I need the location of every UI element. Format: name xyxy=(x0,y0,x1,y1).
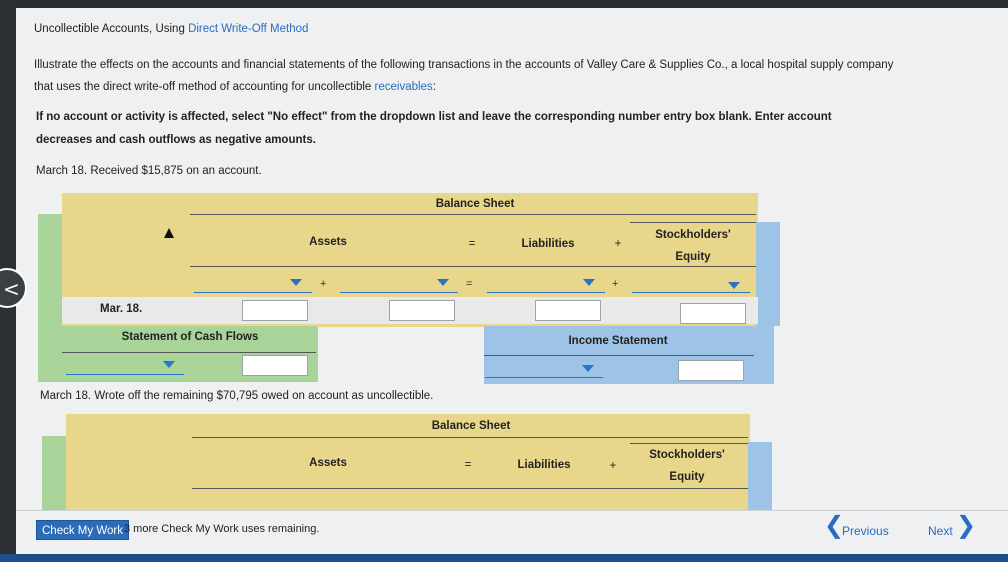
dropdown-arrow-icon[interactable] xyxy=(437,279,449,286)
intro-line-1: Illustrate the effects on the accounts a… xyxy=(34,59,894,71)
tx2-balance-sheet-panel xyxy=(66,414,750,510)
tx1-assets-amount-2[interactable] xyxy=(389,300,455,321)
tx2-header-underline xyxy=(192,437,748,438)
dropdown-arrow-icon[interactable] xyxy=(728,282,740,289)
top-bar xyxy=(0,0,1008,8)
tx1-equity-amount[interactable] xyxy=(680,303,746,324)
tx1-liabilities-amount[interactable] xyxy=(535,300,601,321)
tx1-green-cell xyxy=(42,226,62,296)
previous-label: Previous xyxy=(842,524,889,538)
tx1-balance-sheet-header: Balance Sheet xyxy=(435,198,515,210)
transaction-2-text: March 18. Wrote off the remaining $70,79… xyxy=(40,390,434,402)
tx1-cash-flows-amount[interactable] xyxy=(242,355,308,376)
tx1-cash-flows-header: Statement of Cash Flows xyxy=(121,331,259,343)
tx1-row-label: Mar. 18. xyxy=(100,303,143,315)
tx1-se-header-1: Stockholders' xyxy=(655,229,731,241)
transaction-1-text: March 18. Received $15,875 on an account… xyxy=(36,165,262,177)
tx1-assets-dropdown-1[interactable] xyxy=(194,292,312,293)
tx1-se-header-2: Equity xyxy=(675,251,711,263)
dropdown-arrow-icon[interactable] xyxy=(582,365,594,372)
tx1-equity-dropdown[interactable] xyxy=(632,292,750,293)
tx1-cash-flows-underline xyxy=(62,352,316,353)
tx1-header-underline xyxy=(190,214,756,215)
tx1-plus-header: + xyxy=(614,238,622,250)
intro-line-2: that uses the direct write-off method of… xyxy=(34,80,436,94)
tx2-se-topline xyxy=(630,443,748,444)
remaining-uses-text: 3 more Check My Work uses remaining. xyxy=(124,523,320,535)
tx1-assets-header: Assets xyxy=(309,236,347,248)
tx1-row-label-cell xyxy=(62,297,182,324)
dropdown-arrow-icon[interactable] xyxy=(163,361,175,368)
tx1-assets-dropdown-2[interactable] xyxy=(340,292,458,293)
mouse-cursor-icon xyxy=(164,228,174,238)
bottom-bar xyxy=(0,554,1008,562)
tx2-blue-right xyxy=(748,442,772,510)
receivables-link[interactable]: receivables xyxy=(374,81,433,93)
tx1-income-underline xyxy=(484,355,754,356)
previous-chevron-icon: ❮ xyxy=(824,511,845,539)
tx1-equals-header: = xyxy=(468,238,476,250)
footer-bar: Check My Work 3 more Check My Work uses … xyxy=(16,510,1008,554)
check-my-work-button[interactable]: Check My Work xyxy=(36,520,129,540)
next-chevron-icon: ❯ xyxy=(956,511,977,539)
tx1-se-topline xyxy=(630,222,756,223)
tx1-income-dropdown[interactable] xyxy=(485,377,603,378)
tx2-se-header-2: Equity xyxy=(669,471,705,483)
tx2-balance-sheet-header: Balance Sheet xyxy=(431,420,511,432)
tx1-blue-right xyxy=(756,222,780,326)
tx2-green-left xyxy=(42,436,66,510)
tx2-se-header-1: Stockholders' xyxy=(649,449,725,461)
next-label: Next xyxy=(928,524,953,538)
instruction-line-1: If no account or activity is affected, s… xyxy=(36,111,832,123)
tx1-plus-op-2: + xyxy=(612,278,619,290)
tx1-colhead-underline xyxy=(190,266,756,267)
dropdown-arrow-icon[interactable] xyxy=(290,279,302,286)
title-link[interactable]: Direct Write-Off Method xyxy=(188,23,309,35)
tx1-equals-op: = xyxy=(466,278,473,290)
tx2-equals-header: = xyxy=(464,459,472,471)
dropdown-arrow-icon[interactable] xyxy=(583,279,595,286)
tx1-cash-flows-dropdown[interactable] xyxy=(66,374,184,375)
intro-colon: : xyxy=(432,81,436,93)
tx2-assets-header: Assets xyxy=(309,457,347,469)
tx2-liabilities-header: Liabilities xyxy=(517,459,571,471)
tx1-assets-amount-1[interactable] xyxy=(242,300,308,321)
tx1-income-amount[interactable] xyxy=(678,360,744,381)
title-text: Uncollectible Accounts, Using xyxy=(34,23,189,35)
tx1-income-header: Income Statement xyxy=(568,335,668,347)
tx2-colhead-underline xyxy=(192,488,748,489)
tx1-plus-op: + xyxy=(320,278,327,290)
question-title: Uncollectible Accounts, Using Direct Wri… xyxy=(34,22,308,36)
tx1-liabilities-header: Liabilities xyxy=(521,238,575,250)
tx2-plus-header: + xyxy=(609,460,617,472)
back-chevron-icon: < xyxy=(3,277,20,301)
tx1-liabilities-dropdown[interactable] xyxy=(487,292,605,293)
intro-text: that uses the direct write-off method of… xyxy=(34,81,375,93)
instruction-line-2: decreases and cash outflows as negative … xyxy=(36,134,316,146)
